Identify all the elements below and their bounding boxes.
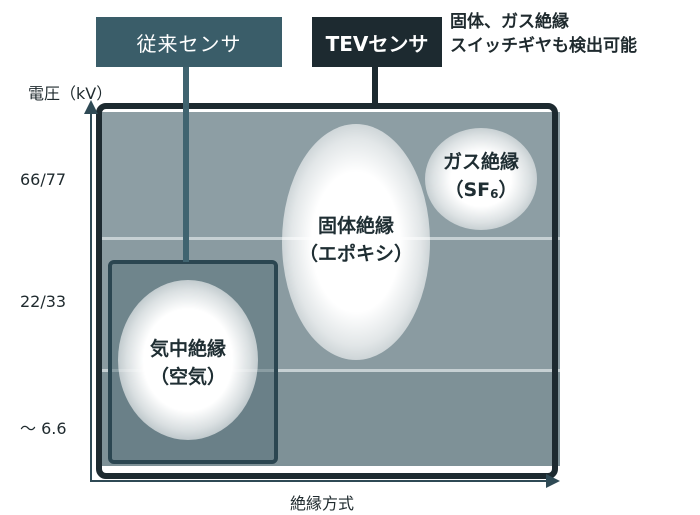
tev-note: 固体、ガス絶縁 スイッチギヤも検出可能 [450, 10, 637, 58]
y-axis-line [90, 112, 92, 482]
x-axis-line [90, 480, 550, 482]
gas-medium-subscript: 6 [490, 187, 499, 201]
y-axis-title: 電圧（kV） [28, 84, 113, 103]
y-axis-arrow [84, 100, 98, 114]
solid-insulation-medium: （エポキシ） [298, 243, 413, 265]
y-tick-6-6: 〜 6.6 [20, 419, 67, 438]
conventional-connector-line [183, 60, 189, 262]
tev-sensor-label: TEVセンサ [312, 17, 442, 67]
air-insulation-title: 気中絶縁 [149, 338, 226, 360]
solid-insulation-glow [282, 124, 430, 360]
tev-note-line-2: スイッチギヤも検出可能 [450, 36, 637, 56]
y-tick-66-77: 66/77 [20, 170, 67, 189]
gas-medium-suffix: ） [498, 179, 518, 201]
air-insulation-label: 気中絶縁 （空気） [128, 335, 248, 391]
x-axis-title: 絶縁方式 [290, 494, 355, 513]
solid-insulation-title: 固体絶縁 [317, 215, 394, 237]
air-insulation-glow [118, 280, 258, 440]
x-axis-arrow [546, 474, 560, 488]
tev-connector-line [372, 60, 378, 105]
tev-note-line-1: 固体、ガス絶縁 [450, 12, 569, 32]
gas-insulation-glow [425, 128, 537, 230]
air-insulation-medium: （空気） [149, 366, 226, 388]
y-tick-22-33: 22/33 [20, 292, 67, 311]
tev-sensor-range [96, 103, 558, 479]
band-divider-lower [100, 369, 560, 372]
solid-insulation-label: 固体絶縁 （エポキシ） [286, 212, 426, 268]
conventional-sensor-label: 従来センサ [96, 17, 282, 67]
gas-insulation-medium: （SF6） [425, 176, 537, 208]
gas-medium-prefix: （SF [444, 179, 491, 201]
gas-insulation-title: ガス絶縁 [442, 151, 519, 173]
gas-insulation-label: ガス絶縁 （SF6） [425, 148, 537, 208]
